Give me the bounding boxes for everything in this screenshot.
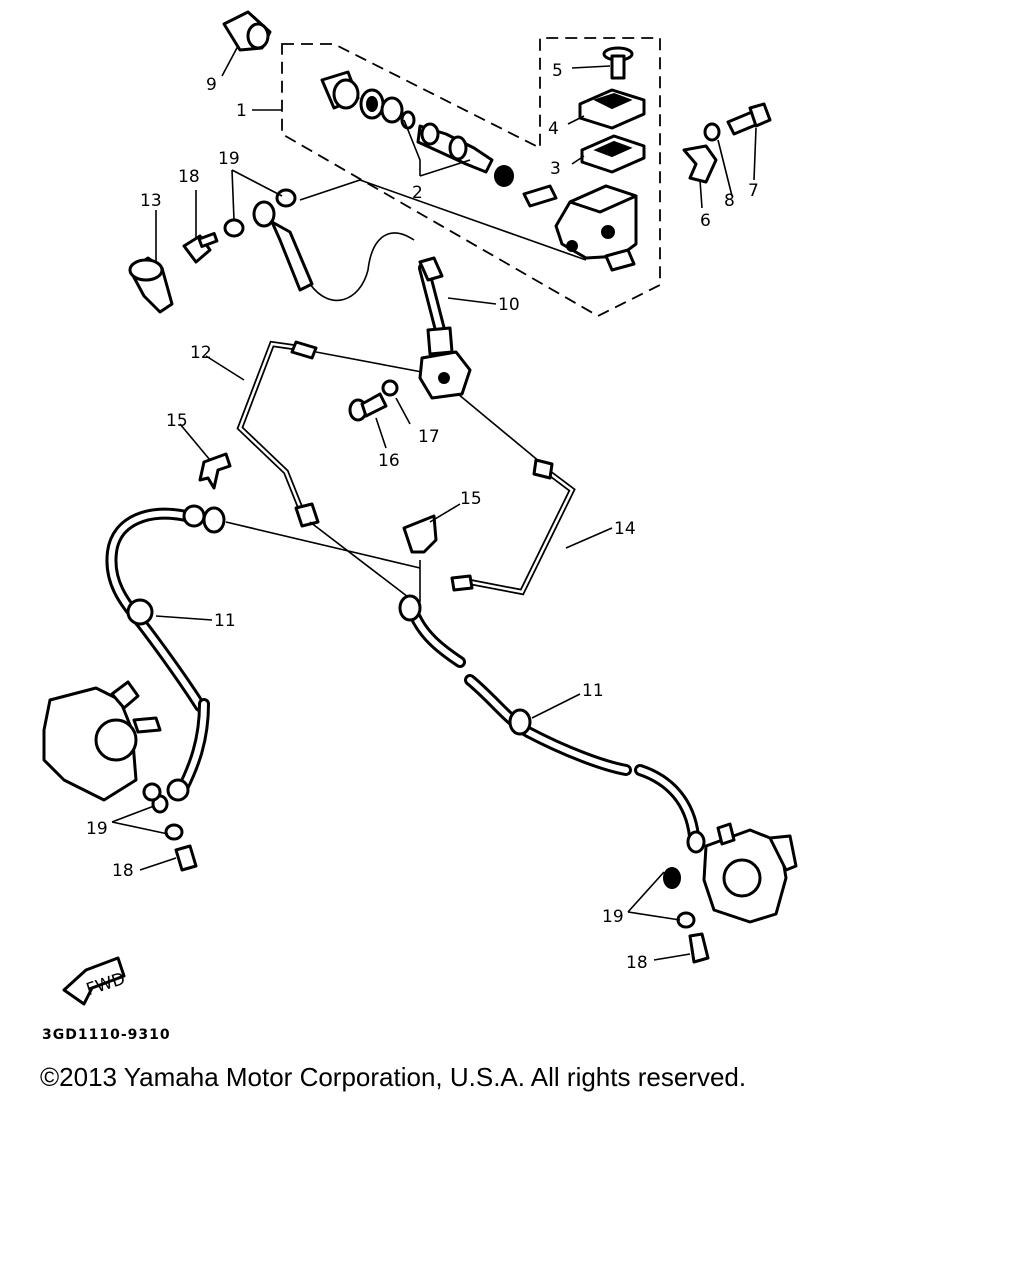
union-bolt-top-part [182, 232, 219, 264]
callout-18-right: 18 [626, 953, 648, 973]
callout-3: 3 [550, 159, 561, 179]
callout-19-left: 19 [86, 819, 108, 839]
bleed-screw-right-part [688, 932, 710, 964]
bleed-cap-part [128, 256, 174, 314]
callout-19-right: 19 [602, 907, 624, 927]
callout-2: 2 [412, 183, 423, 203]
callout-8: 8 [724, 191, 735, 211]
hose-clip-part [198, 452, 232, 490]
callout-18-left: 18 [112, 861, 134, 881]
copper-washer-part [676, 911, 696, 929]
callout-7: 7 [748, 181, 759, 201]
callout-11-left: 11 [214, 611, 236, 631]
hose-clip-part [402, 514, 438, 554]
hose-joint-block [418, 350, 472, 400]
callout-11-right: 11 [582, 681, 604, 701]
callouts: 9 1 2 3 4 5 6 7 8 19 18 13 10 12 16 17 1… [86, 61, 759, 973]
callout-18-top: 18 [178, 167, 200, 187]
callout-10: 10 [498, 295, 520, 315]
callout-19-top: 19 [218, 149, 240, 169]
callout-6: 6 [700, 211, 711, 231]
joint-washer-part [381, 379, 399, 397]
callout-13: 12 [190, 343, 212, 363]
callout-1: 1 [236, 101, 247, 121]
leader-lines [111, 45, 757, 961]
callout-5: 5 [552, 61, 563, 81]
copper-washer-part [164, 823, 184, 841]
bracket-part [682, 144, 718, 184]
joint-bolt-part [348, 392, 388, 422]
brake-pipe-12 [450, 393, 576, 596]
brake-pipe-13 [236, 340, 423, 528]
bleed-screw-left-part [174, 844, 198, 872]
callout-14: 13 [140, 191, 162, 211]
callout-15-right: 15 [460, 489, 482, 509]
callout-16: 16 [378, 451, 400, 471]
callout-9: 9 [206, 75, 217, 95]
copper-washer-part [223, 218, 245, 238]
piston-kit-part [320, 70, 558, 208]
diagram-code: 3GD1110-9310 [42, 1027, 171, 1043]
callout-4: 4 [548, 119, 559, 139]
right-brake-caliper [663, 822, 798, 924]
copper-washer-part [275, 188, 297, 208]
copyright-notice: ©2013 Yamaha Motor Corporation, U.S.A. A… [40, 1062, 747, 1092]
fwd-arrow-icon: FWD [62, 956, 128, 1006]
brake-parts-diagram: FWD 9 1 2 3 4 [42, 10, 798, 1006]
brake-hose-10 [252, 179, 587, 356]
callout-12: 14 [614, 519, 636, 539]
boot-part [222, 10, 272, 52]
callout-15-left: 15 [166, 411, 188, 431]
brake-hose-11-right [398, 594, 706, 854]
master-cylinder-body [554, 184, 638, 272]
master-cylinder-group-outline [281, 37, 661, 318]
bolt-part [726, 102, 772, 136]
brake-hose-11-left [105, 504, 226, 814]
left-brake-caliper [42, 680, 162, 802]
washer-part [703, 122, 721, 142]
cap-screw-part [602, 46, 634, 80]
callout-17: 17 [418, 427, 440, 447]
